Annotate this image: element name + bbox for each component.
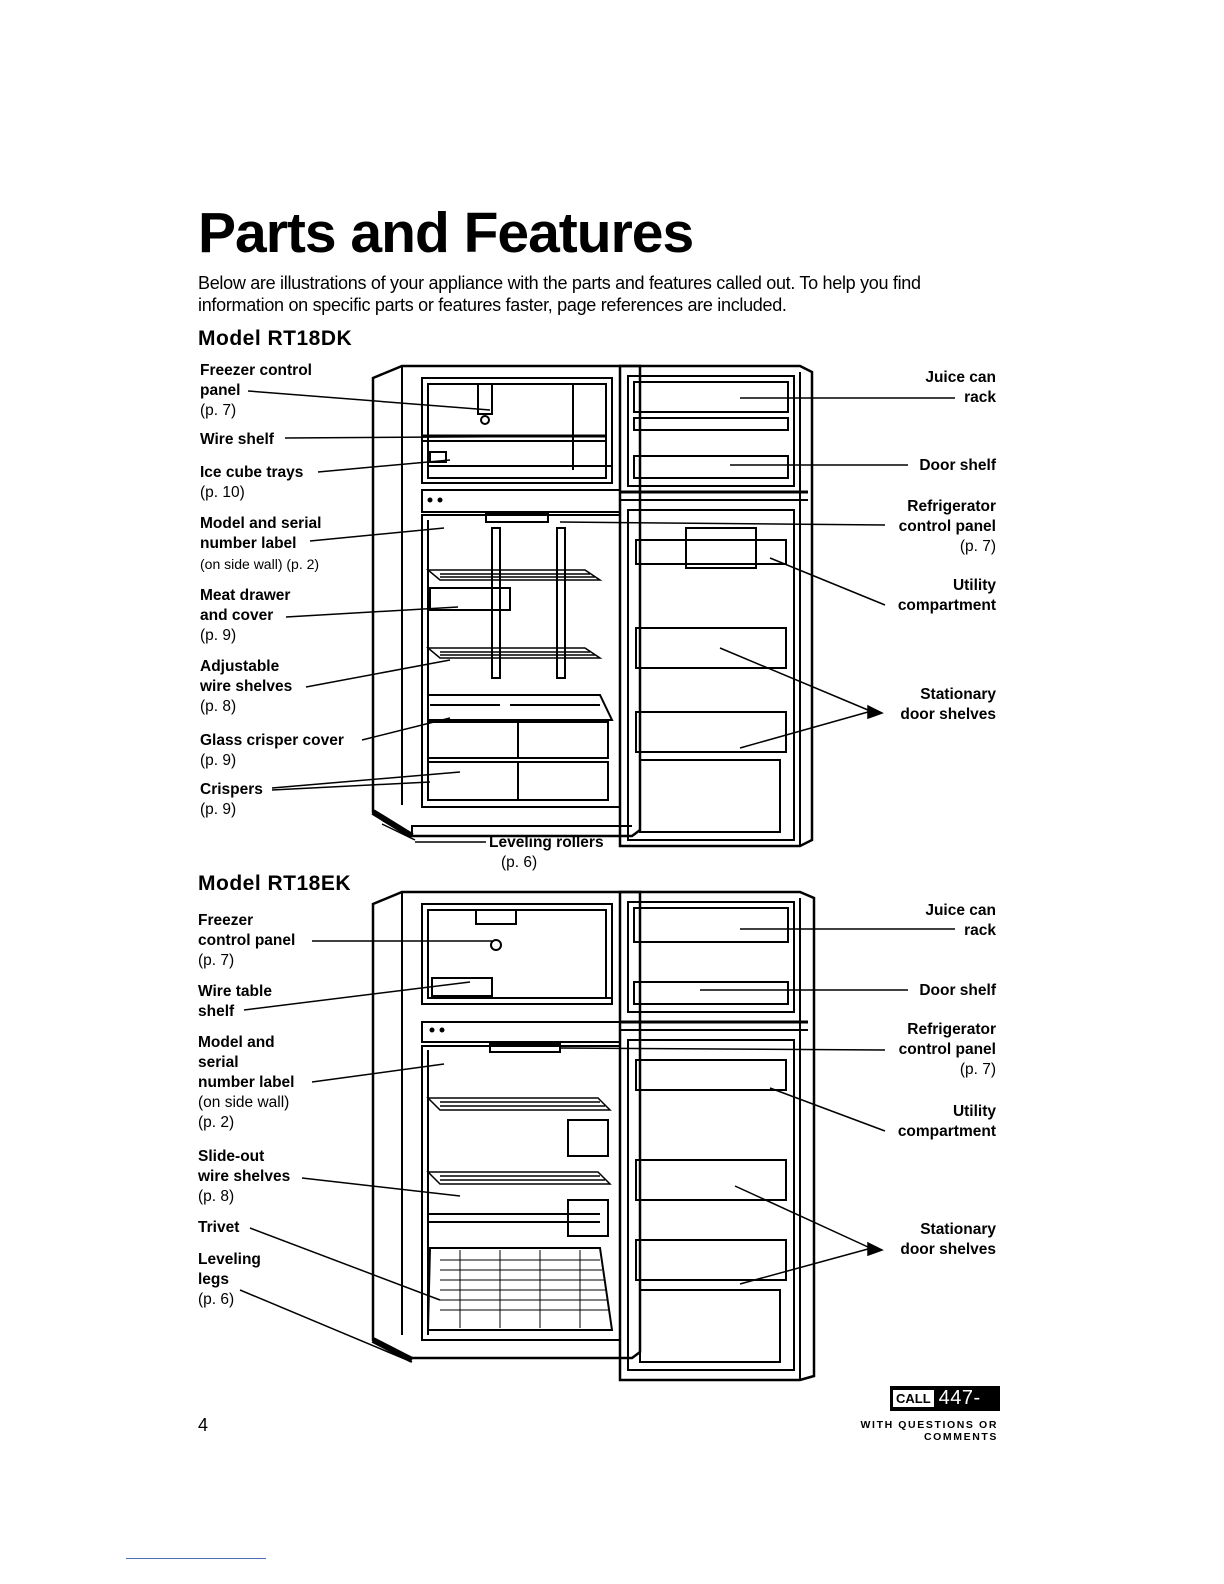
label-text: Juice can [925, 369, 996, 386]
model-rt18ek-heading: Model RT18EK [198, 872, 352, 895]
page-ref: (p. 7) [959, 1061, 996, 1078]
page-ref: (p. 7) [200, 402, 237, 419]
label-text: control panel [198, 932, 296, 949]
footer-divider [126, 1558, 266, 1559]
label-text: control panel [898, 1041, 996, 1058]
label-text: rack [964, 389, 996, 406]
intro-paragraph: Below are illustrations of your applianc… [198, 273, 921, 315]
fridge-rt18dk-illustration [371, 364, 814, 848]
label-door-shelf: Door shelf [919, 457, 996, 474]
page-ref: (p. 8) [198, 1188, 235, 1205]
label-text: rack [964, 922, 996, 939]
label-leveling-legs: Leveling legs (p. 6) [198, 1250, 261, 1310]
label-freezer-control-panel-b: Freezer control panel (p. 7) [198, 911, 295, 971]
label-text: door shelves [900, 1241, 996, 1258]
label-text: Freezer control [200, 362, 312, 379]
page-ref: (on side wall) (p. 2) [200, 556, 320, 572]
label-text: Adjustable [200, 658, 280, 675]
leader-lines-rt18ek [239, 928, 955, 1363]
label-text: wire shelves [200, 678, 293, 695]
label-juice-can-rack: Juice can rack [925, 368, 996, 408]
label-model-serial-b: Model and serial number label (on side w… [198, 1033, 294, 1133]
label-text: (on side wall) [198, 1094, 290, 1111]
label-leveling-rollers: Leveling rollers (p. 6) [489, 833, 604, 873]
label-freezer-control-panel: Freezer control panel (p. 7) [200, 361, 312, 421]
page-ref: (p. 2) [198, 1114, 235, 1131]
page-title: Parts and Features [198, 201, 694, 265]
page-ref: (p. 6) [501, 854, 538, 871]
label-text: panel [200, 382, 241, 399]
label-crispers: Crispers (p. 9) [200, 780, 263, 820]
label-wire-table-shelf: Wire table shelf [198, 982, 272, 1022]
label-text: Crispers [200, 781, 263, 798]
label-text: Juice can [925, 902, 996, 919]
label-text: Stationary [920, 686, 996, 703]
label-text: Refrigerator [907, 498, 996, 515]
page-ref: (p. 10) [200, 484, 245, 501]
page-ref: (p. 9) [200, 627, 237, 644]
label-text: Freezer [198, 912, 254, 929]
label-stationary-door-shelves-b: Stationary door shelves [900, 1220, 996, 1260]
label-text: control panel [898, 518, 996, 535]
label-text: Wire table [198, 983, 272, 1000]
page-ref: (p. 7) [198, 952, 235, 969]
label-slide-out-wire-shelves: Slide-out wire shelves (p. 8) [198, 1147, 290, 1207]
page-ref: (p. 9) [200, 801, 237, 818]
model-rt18dk-heading: Model RT18DK [198, 327, 353, 350]
label-text: door shelves [900, 706, 996, 723]
label-text: wire shelves [198, 1168, 291, 1185]
label-text: compartment [897, 597, 996, 614]
label-glass-crisper-cover: Glass crisper cover (p. 9) [200, 731, 344, 771]
label-text: Leveling [198, 1251, 261, 1268]
page-ref: (p. 9) [200, 752, 237, 769]
label-text: Slide-out [198, 1148, 265, 1165]
label-text: number label [200, 535, 297, 552]
label-utility-compartment: Utility compartment [898, 576, 996, 616]
leader-lines-rt18dk [247, 390, 955, 843]
label-wire-shelf: Wire shelf [200, 431, 274, 448]
label-text: Stationary [920, 1221, 996, 1238]
label-text: Glass crisper cover [200, 732, 344, 749]
page-ref: (p. 6) [198, 1291, 235, 1308]
label-meat-drawer: Meat drawer and cover (p. 9) [200, 586, 290, 646]
label-text: legs [198, 1271, 230, 1288]
label-juice-can-rack-b: Juice can rack [925, 901, 996, 941]
label-text: Meat drawer [200, 587, 291, 604]
call-badge: CALL [892, 1389, 935, 1408]
label-refrigerator-control-panel-b: Refrigerator control panel (p. 7) [899, 1020, 996, 1080]
phone-number: 1-800-447-6737 [938, 1362, 1000, 1434]
label-door-shelf-b: Door shelf [919, 982, 996, 999]
label-refrigerator-control-panel: Refrigerator control panel (p. 7) [899, 497, 996, 557]
label-text: Utility [952, 1103, 996, 1120]
label-stationary-door-shelves: Stationary door shelves [900, 685, 996, 725]
label-text: compartment [897, 1123, 996, 1140]
fridge-rt18ek-illustration [371, 890, 816, 1382]
label-utility-compartment-b: Utility compartment [898, 1102, 996, 1142]
page-number: 4 [198, 1415, 209, 1435]
page-ref: (p. 8) [200, 698, 237, 715]
label-text: and cover [200, 607, 274, 624]
label-text: Leveling rollers [489, 834, 604, 851]
label-model-serial: Model and serial number label (on side w… [200, 514, 321, 574]
label-trivet: Trivet [198, 1219, 240, 1236]
label-text: serial [198, 1054, 239, 1071]
call-tagline: WITH QUESTIONS OR COMMENTS [860, 1419, 998, 1443]
label-ice-cube-trays: Ice cube trays (p. 10) [200, 463, 303, 503]
label-text: Model and serial [200, 515, 322, 532]
label-text: Utility [952, 577, 996, 594]
call-banner: CALL 1-800-447-6737 [890, 1362, 1000, 1434]
label-text: number label [198, 1074, 295, 1091]
page-ref: (p. 7) [959, 538, 996, 555]
label-text: Refrigerator [907, 1021, 996, 1038]
label-text: Ice cube trays [200, 464, 304, 481]
label-adjustable-wire-shelves: Adjustable wire shelves (p. 8) [200, 657, 292, 717]
label-text: Model and [198, 1034, 275, 1051]
label-text: shelf [198, 1003, 235, 1020]
